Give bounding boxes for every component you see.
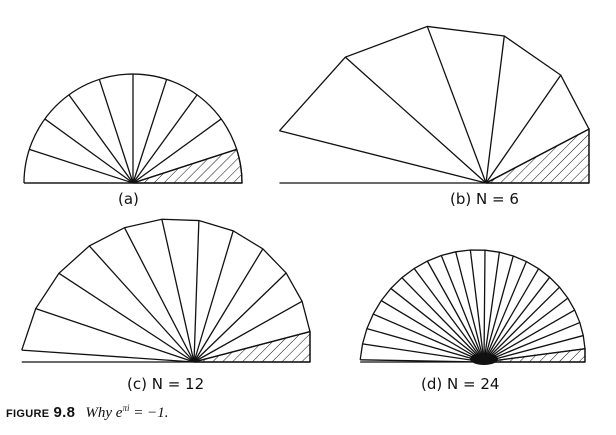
spoke-7 xyxy=(161,219,195,363)
spoke-4 xyxy=(426,26,487,184)
spoke-9 xyxy=(483,261,527,363)
spoke-2 xyxy=(132,118,222,184)
figure-title: Why eπi = −1. xyxy=(85,403,169,421)
semicircle-arc xyxy=(23,73,243,184)
panel-b-spiral xyxy=(278,25,590,184)
spoke-1 xyxy=(132,148,237,184)
spoke-4 xyxy=(483,309,575,363)
spoke-6 xyxy=(483,286,560,363)
spoke-3 xyxy=(193,272,287,363)
spoke-9 xyxy=(29,148,134,184)
spoke-7 xyxy=(483,276,551,363)
spoke-21 xyxy=(372,313,485,363)
figure-prefix: FIGURE xyxy=(6,408,50,420)
spoke-5 xyxy=(483,297,569,363)
spoke-11 xyxy=(483,252,501,363)
spoke-17 xyxy=(413,268,485,363)
spoke-3 xyxy=(483,321,581,363)
spoke-10 xyxy=(483,255,514,363)
spoke-8 xyxy=(483,268,540,363)
figure-diagram xyxy=(21,25,590,365)
panel-d-spiral xyxy=(359,249,586,365)
spoke-1 xyxy=(485,128,590,184)
spoke-2 xyxy=(485,74,562,184)
figure-number: 9.8 xyxy=(53,404,76,421)
outer-boundary xyxy=(278,25,590,183)
spoke-11 xyxy=(35,308,195,363)
panel-b-label: (b) N = 6 xyxy=(450,190,519,208)
spoke-6 xyxy=(193,220,200,363)
outer-boundary xyxy=(359,249,586,362)
dense-center xyxy=(470,353,498,365)
spoke-16 xyxy=(426,260,485,363)
spoke-6 xyxy=(279,130,487,184)
spoke-8 xyxy=(44,118,134,184)
spoke-12 xyxy=(21,349,195,363)
panel-c-label: (c) N = 12 xyxy=(127,375,205,393)
spoke-2 xyxy=(483,334,584,363)
outer-boundary xyxy=(21,218,311,362)
spoke-6 xyxy=(98,79,134,184)
spoke-13 xyxy=(469,249,485,363)
panel-a-semicircle xyxy=(23,73,243,184)
spoke-7 xyxy=(68,94,134,184)
spoke-19 xyxy=(390,287,485,363)
spoke-9 xyxy=(88,245,195,363)
spoke-1 xyxy=(483,348,586,363)
spoke-5 xyxy=(344,56,487,184)
spoke-10 xyxy=(58,272,195,363)
spoke-15 xyxy=(440,255,485,363)
spoke-4 xyxy=(132,79,168,184)
spoke-12 xyxy=(483,250,486,363)
panel-c-spiral xyxy=(21,218,311,363)
figure-caption: FIGURE 9.8 Why eπi = −1. xyxy=(6,403,168,422)
spoke-22 xyxy=(366,327,485,363)
spoke-18 xyxy=(401,277,485,363)
spoke-5 xyxy=(193,230,234,363)
spoke-1 xyxy=(193,331,311,363)
spoke-14 xyxy=(455,251,485,363)
panel-d-label: (d) N = 24 xyxy=(421,375,500,393)
spoke-4 xyxy=(193,248,264,363)
spoke-23 xyxy=(362,343,485,363)
spoke-8 xyxy=(123,227,195,363)
panel-a-label: (a) xyxy=(118,190,139,208)
spoke-20 xyxy=(380,300,485,363)
spoke-2 xyxy=(193,300,303,363)
spoke-3 xyxy=(485,35,505,184)
spoke-3 xyxy=(132,94,198,184)
